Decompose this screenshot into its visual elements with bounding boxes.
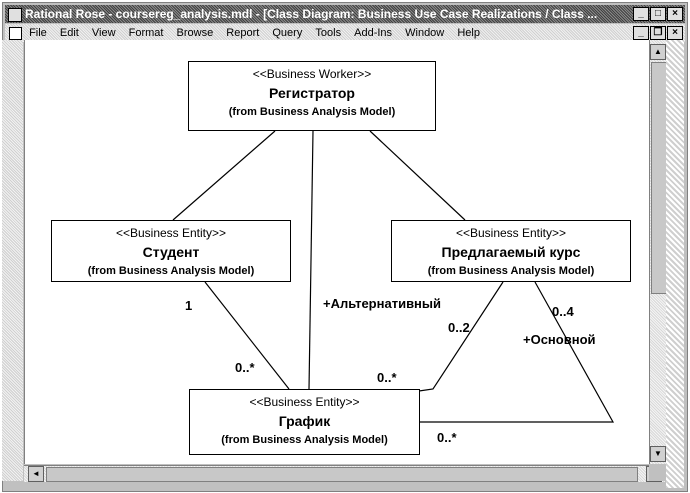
assoc-registrar-student[interactable] xyxy=(172,130,276,221)
class-registrar[interactable]: <<Business Worker>> Регистратор (from Bu… xyxy=(188,61,436,131)
horizontal-scroll-thumb[interactable] xyxy=(46,467,638,482)
menu-browse[interactable]: Browse xyxy=(176,27,214,39)
assoc-student-schedule[interactable] xyxy=(204,281,290,390)
vertical-scroll-thumb[interactable] xyxy=(651,62,667,294)
menu-edit[interactable]: Edit xyxy=(59,27,79,39)
course-from: (from Business Analysis Model) xyxy=(427,265,595,277)
student-from: (from Business Analysis Model) xyxy=(87,265,255,277)
student-stereotype: <<Business Entity>> xyxy=(115,226,227,240)
menu-bar: File Edit View Format Browse Report Quer… xyxy=(5,24,685,42)
student-name: Студент xyxy=(142,244,200,260)
multiplicity-primary-course[interactable]: 0..4 xyxy=(552,304,574,319)
menu-view[interactable]: View xyxy=(91,27,116,39)
background-edge xyxy=(666,40,684,488)
registrar-stereotype: <<Business Worker>> xyxy=(252,67,372,81)
doc-close-button[interactable]: × xyxy=(667,26,683,40)
document-icon[interactable] xyxy=(9,27,22,40)
menu-help[interactable]: Help xyxy=(457,27,480,39)
assoc-course-schedule-alternative[interactable] xyxy=(418,281,504,392)
multiplicity-schedule-student[interactable]: 0..* xyxy=(235,360,255,375)
diagram-canvas[interactable]: <<Business Worker>> Регистратор (from Bu… xyxy=(24,40,649,464)
menu-tools[interactable]: Tools xyxy=(315,27,342,39)
scroll-left-button[interactable]: ◄ xyxy=(28,466,44,482)
multiplicity-alternative-course[interactable]: 0..2 xyxy=(448,320,470,335)
class-student[interactable]: <<Business Entity>> Студент (from Busine… xyxy=(51,220,291,282)
schedule-name: График xyxy=(278,413,331,429)
menu-window[interactable]: Window xyxy=(405,27,445,39)
menu-file[interactable]: File xyxy=(29,27,47,39)
registrar-name: Регистратор xyxy=(269,85,355,101)
menu-format[interactable]: Format xyxy=(128,27,164,39)
role-alternative[interactable]: +Альтернативный xyxy=(323,296,442,311)
title-bar[interactable]: Rational Rose - coursereg_analysis.mdl -… xyxy=(5,5,685,23)
association-lines xyxy=(172,130,615,423)
scrollbar-corner xyxy=(649,465,665,481)
assoc-registrar-course[interactable] xyxy=(369,130,466,221)
role-primary[interactable]: +Основной xyxy=(523,332,596,347)
document-window-controls: _❐× xyxy=(632,26,683,42)
menu-report[interactable]: Report xyxy=(226,27,260,39)
minimize-button[interactable]: _ xyxy=(633,7,649,21)
course-name: Предлагаемый курс xyxy=(441,244,581,260)
window-controls: _□× xyxy=(632,7,683,23)
class-offered-course[interactable]: <<Business Entity>> Предлагаемый курс (f… xyxy=(391,220,631,282)
class-schedule[interactable]: <<Business Entity>> График (from Busines… xyxy=(189,389,420,455)
assoc-course-schedule-primary[interactable] xyxy=(419,281,615,423)
registrar-from: (from Business Analysis Model) xyxy=(228,106,396,118)
window-title: Rational Rose - coursereg_analysis.mdl -… xyxy=(25,7,598,21)
menu-query[interactable]: Query xyxy=(272,27,303,39)
doc-minimize-button[interactable]: _ xyxy=(633,26,649,40)
maximize-button[interactable]: □ xyxy=(650,7,666,21)
schedule-from: (from Business Analysis Model) xyxy=(221,434,388,446)
scroll-down-button[interactable]: ▼ xyxy=(650,446,666,462)
toolbox-strip xyxy=(2,40,23,481)
menu-add-ins[interactable]: Add-Ins xyxy=(354,27,393,39)
doc-restore-button[interactable]: ❐ xyxy=(650,26,666,40)
scroll-up-button[interactable]: ▲ xyxy=(650,44,666,60)
rational-rose-app-icon[interactable] xyxy=(8,8,22,22)
multiplicity-primary-schedule[interactable]: 0..* xyxy=(437,430,457,445)
multiplicity-student-1[interactable]: 1 xyxy=(185,298,193,313)
vertical-scrollbar[interactable]: ▲ ▼ xyxy=(649,40,667,464)
assoc-registrar-schedule[interactable] xyxy=(308,130,314,390)
close-button[interactable]: × xyxy=(667,7,683,21)
schedule-stereotype: <<Business Entity>> xyxy=(249,395,360,409)
multiplicity-alternative-schedule[interactable]: 0..* xyxy=(377,370,397,385)
horizontal-scrollbar[interactable]: ◄ ► xyxy=(24,465,665,482)
course-stereotype: <<Business Entity>> xyxy=(455,226,567,240)
